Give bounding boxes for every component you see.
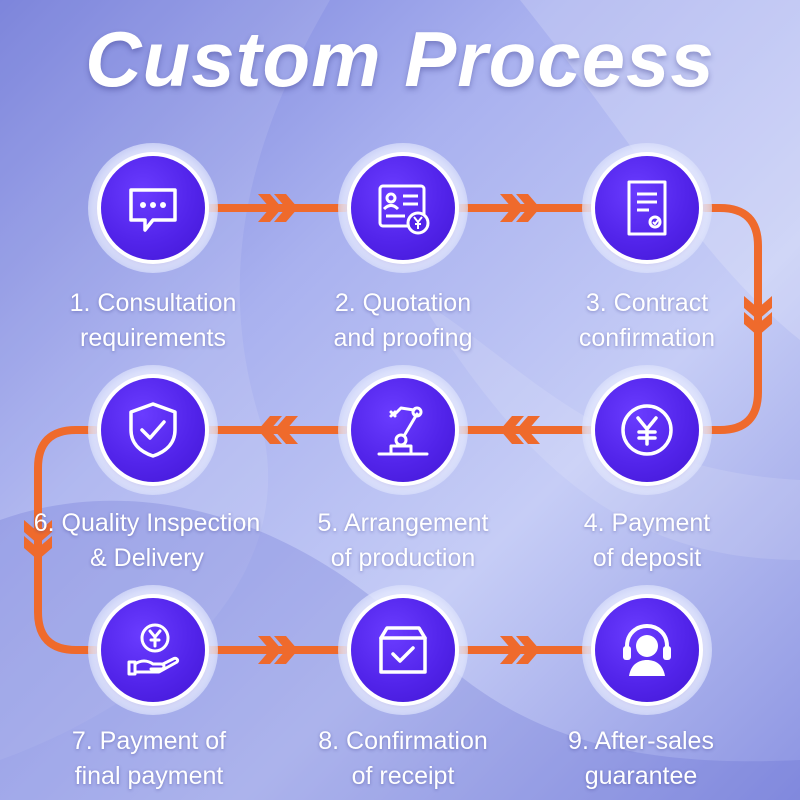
double-chevron-right-icon (258, 636, 298, 664)
step-8-label: 8. Confirmation of receipt (318, 727, 488, 790)
step-2 (338, 143, 468, 273)
double-chevron-down-icon (744, 296, 772, 336)
chat-bubble-icon (129, 188, 177, 232)
step-3-label: 3. Contract confirmation (578, 289, 716, 352)
double-chevron-down-icon (24, 520, 52, 560)
step-1 (88, 143, 218, 273)
quotation-document-icon (378, 184, 430, 235)
box-check-icon (379, 626, 427, 674)
step-6-label: 6. Quality Inspection & Delivery (33, 509, 261, 572)
step-2-label: 2. Quotation and proofing (333, 289, 473, 352)
contract-icon (627, 180, 667, 236)
yen-coin-icon (621, 404, 673, 456)
step-8 (338, 585, 468, 715)
step-5-label: 5. Arrangement of production (317, 509, 489, 572)
hand-coin-icon (127, 623, 180, 676)
step-4 (582, 365, 712, 495)
direction-arrows (24, 194, 772, 664)
step-7 (88, 585, 218, 715)
step-4-label: 4. Payment of deposit (583, 509, 711, 572)
step-1-label: 1. Consultation requirements (69, 289, 237, 352)
double-chevron-right-icon (500, 194, 540, 222)
double-chevron-right-icon (500, 636, 540, 664)
step-9-label: 9. After-sales guarantee (568, 727, 714, 790)
robot-arm-icon (377, 406, 429, 456)
step-3 (582, 143, 712, 273)
double-chevron-left-icon (258, 416, 298, 444)
headset-support-icon (623, 623, 671, 676)
page-title: Custom Process (85, 15, 715, 103)
shield-check-icon (129, 402, 177, 458)
double-chevron-left-icon (500, 416, 540, 444)
step-5 (338, 365, 468, 495)
step-7-label: 7. Payment of final payment (71, 727, 227, 790)
step-9 (582, 585, 712, 715)
step-6 (88, 365, 218, 495)
double-chevron-right-icon (258, 194, 298, 222)
